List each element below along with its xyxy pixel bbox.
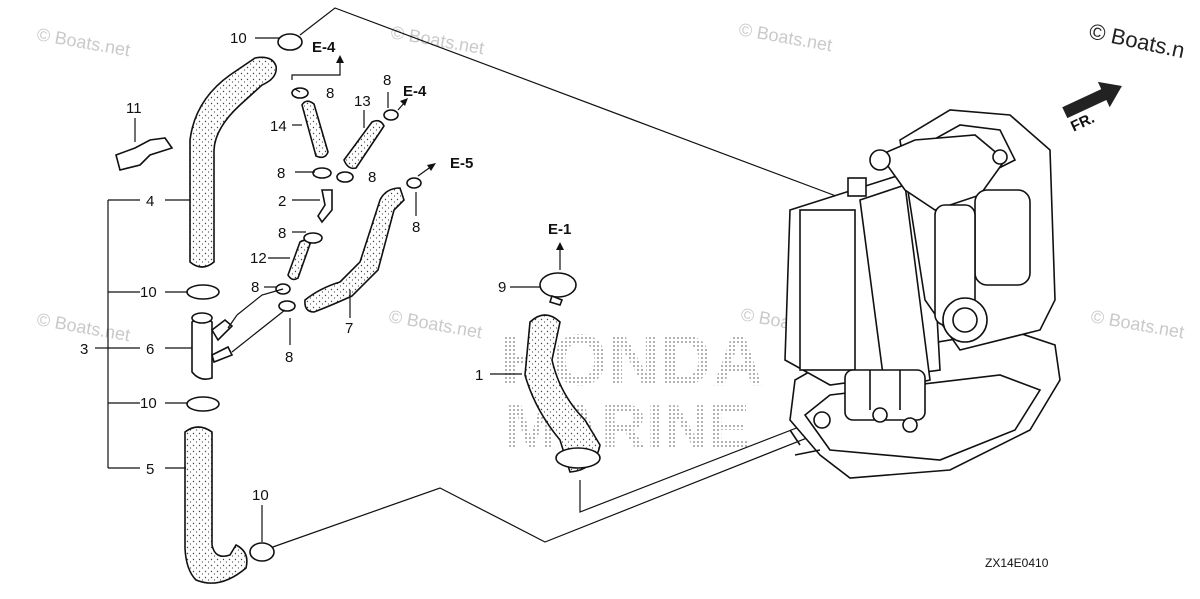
callout-part-14: 14 [270,118,287,135]
leader-lines [269,7,891,549]
callout-part-8: 8 [368,169,376,186]
reference-e4-top: E-4 [312,39,336,56]
callout-part-8: 8 [251,279,259,296]
part-12-hose [287,239,311,281]
callout-part-10: 10 [140,284,157,301]
watermark-text: © Boats.net [35,309,131,345]
callout-part-4: 4 [146,193,154,210]
part-6-joint [191,312,234,380]
callout-part-1: 1 [475,367,483,384]
callout-part-6: 6 [146,341,154,358]
callout-part-8: 8 [412,219,420,236]
direction-arrow: FR. [1062,81,1122,135]
diagram-code: ZX14E0410 [985,556,1049,570]
part-4-hose [189,56,278,268]
callout-part-8: 8 [277,165,285,182]
callout-part-10: 10 [230,30,247,47]
callout-part-8: 8 [285,349,293,366]
callout-part-8: 8 [278,225,286,242]
callout-part-8: 8 [326,85,334,102]
watermark-corner-text: © Boats.n [1087,18,1187,63]
part-10-clamps [186,33,303,562]
reference-e1: E-1 [548,221,571,238]
part-2-joint [317,189,333,224]
part-9-clamp [539,272,577,306]
part-5-hose [184,426,248,584]
callout-part-3: 3 [80,341,88,358]
callout-part-8: 8 [383,72,391,89]
watermark-text: © Boats.net [737,19,833,55]
part-1-hose [524,314,601,473]
watermark-text: © Boats.net [389,22,485,58]
watermark-text: © Boats.net [35,24,131,60]
part-11-holder [115,137,174,171]
callout-part-2: 2 [278,193,286,210]
part-7-hose [304,187,405,313]
callout-part-9: 9 [498,279,506,296]
part-14-hose [301,100,329,159]
callout-part-5: 5 [146,461,154,478]
callout-lines [95,37,540,542]
watermark-text: © Boats.net [387,306,483,342]
callout-part-13: 13 [354,93,371,110]
part-1-cuff [555,447,601,469]
reference-e4-right: E-4 [403,83,427,100]
part-13-hose [343,119,385,170]
callout-part-11: 11 [126,100,142,117]
reference-arrows [336,55,564,270]
callout-part-10: 10 [252,487,269,504]
engine-assembly [784,109,1061,479]
callout-part-7: 7 [345,320,353,337]
part-8-clamps [275,87,422,312]
reference-e5: E-5 [450,155,473,172]
callout-part-12: 12 [250,250,267,267]
watermark-text: © Boats.net [1089,306,1185,342]
callout-part-10: 10 [140,395,157,412]
